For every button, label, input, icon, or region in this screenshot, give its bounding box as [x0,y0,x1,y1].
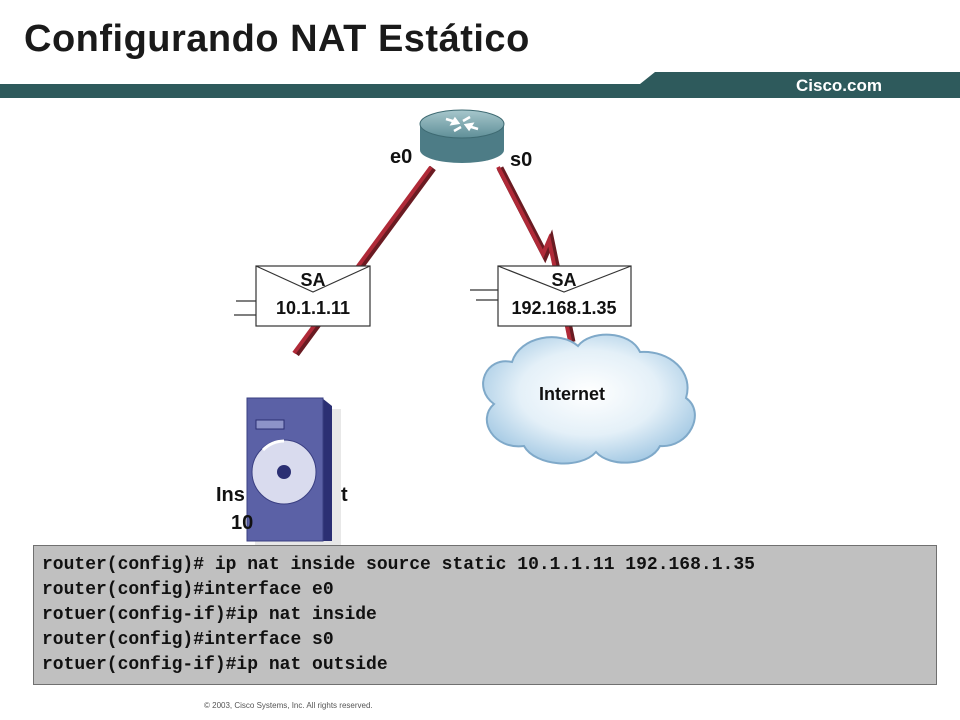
cli-config-box: router(config)# ip nat inside source sta… [33,545,937,685]
packet-sa-label: SA [300,270,326,290]
server-icon [246,397,341,551]
packet-address-label: 10.1.1.11 [275,298,351,318]
cli-line: router(config)#interface e0 [42,580,334,600]
copyright-notice: © 2003, Cisco Systems, Inc. All rights r… [204,701,373,710]
inside-host-label-start: Ins [216,484,245,506]
cli-line: router(config)#interface s0 [42,630,334,650]
router-interface-s0-label: s0 [510,149,533,171]
cli-line: rotuer(config-if)#ip nat outside [42,655,388,675]
packet-icon [234,265,371,327]
cli-line: router(config)# ip nat inside source sta… [42,555,755,575]
cli-line: rotuer(config-if)#ip nat inside [42,605,377,625]
page-title: Configurando NAT Estático [24,18,530,60]
packet-address-label: 192.168.1.35 [511,298,617,318]
inside-host-label-end: t [341,484,348,506]
internet-cloud-icon [482,333,696,465]
router-interface-e0-label: e0 [390,146,413,168]
packet-icon [470,265,632,327]
router-icon [419,109,505,163]
inside-host-address-label: 10 [231,512,254,534]
internet-label: Internet [539,384,606,404]
cisco-logo-text: Cisco.com [796,76,882,95]
header-bar [0,72,960,98]
packet-sa-label: SA [551,270,577,290]
header-stripe [0,72,960,98]
